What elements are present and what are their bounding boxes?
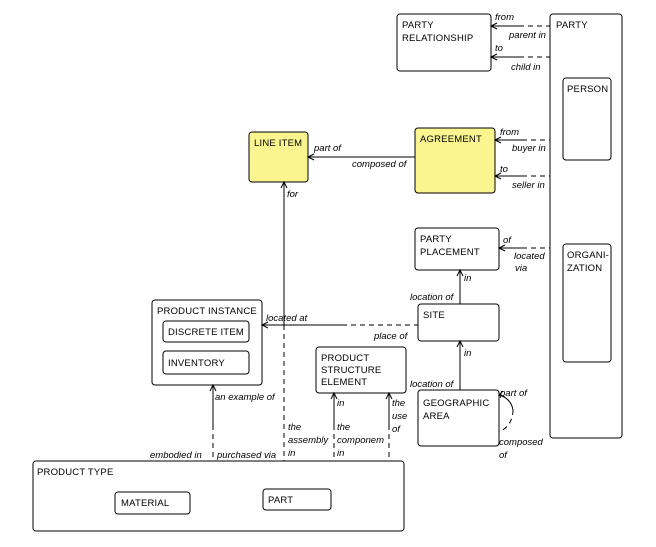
material-entity[interactable]: MATERIAL [114, 491, 191, 515]
geographic-area-label-1: GEOGRAPHIC [423, 398, 489, 409]
organization-label-1: ORGANI- [567, 250, 609, 261]
label-pp-of: of [503, 235, 512, 246]
product-type-entity[interactable]: PRODUCT TYPE [32, 460, 405, 532]
line-item-entity[interactable]: LINE ITEM [248, 131, 309, 183]
label-assembly-assembly: assembly [288, 435, 329, 446]
label-assembly-in: in [288, 448, 295, 459]
inventory-label: INVENTORY [168, 358, 225, 369]
party-relationship-label-2: RELATIONSHIP [402, 33, 473, 44]
rel-product-instance-product-type [209, 383, 217, 461]
party-placement-label-1: PARTY [420, 234, 452, 245]
discrete-item-label: DISCRETE ITEM [168, 327, 244, 338]
label-component-the: the [337, 422, 350, 433]
label-assembly-the: the [288, 422, 301, 433]
site-entity[interactable]: SITE [417, 303, 500, 342]
label-ag-from: from [500, 127, 519, 138]
label-pt-embodied-in: embodied in [150, 450, 202, 461]
person-entity[interactable]: PERSON [562, 77, 612, 161]
label-pr-to: to [495, 43, 503, 54]
site-label: SITE [423, 310, 445, 321]
rel-agreement-to-party [493, 172, 550, 180]
discrete-item-entity[interactable]: DISCRETE ITEM [162, 320, 250, 343]
rel-party-placement-site [456, 268, 464, 304]
geographic-area-entity[interactable]: GEOGRAPHIC AREA [417, 389, 500, 447]
label-pp-via: via [515, 263, 527, 274]
label-pr-from: from [495, 12, 514, 23]
rel-party-relationship-from-party [489, 22, 550, 30]
product-structure-element-label-2: STRUCTURE [321, 365, 381, 376]
material-label: MATERIAL [121, 498, 169, 509]
party-label: PARTY [556, 20, 588, 31]
label-ga-of: of [499, 450, 508, 461]
label-ag-buyer-in: buyer in [512, 143, 546, 154]
party-placement-entity[interactable]: PARTY PLACEMENT [414, 227, 500, 271]
rel-party-placement-party [497, 244, 550, 252]
rel-line-item-agreement [306, 153, 415, 161]
rel-line-item-for-product-instance [280, 180, 288, 325]
label-pt-purchased-via: purchased via [216, 450, 276, 461]
organization-label-2: ZATION [567, 263, 602, 274]
label-pp-located: located [514, 251, 545, 262]
label-pr-child-in: child in [511, 62, 541, 73]
party-placement-label-2: PLACEMENT [420, 247, 480, 258]
geographic-area-label-2: AREA [423, 411, 450, 422]
label-ag-seller-in: seller in [512, 180, 545, 191]
inventory-entity[interactable]: INVENTORY [162, 350, 250, 375]
party-relationship-entity[interactable]: PARTY RELATIONSHIP [396, 13, 492, 72]
label-pi-located-at: located at [266, 313, 308, 324]
product-instance-label: PRODUCT INSTANCE [157, 306, 257, 317]
label-pr-parent-in: parent in [508, 30, 546, 41]
part-label: PART [268, 495, 293, 506]
line-item-label: LINE ITEM [254, 138, 302, 149]
label-ga-location-of: location of [410, 379, 455, 390]
label-site-in: in [464, 348, 471, 359]
rel-agreement-from-party [493, 136, 550, 144]
label-use-use: use [392, 411, 407, 422]
organization-entity[interactable]: ORGANI- ZATION [562, 243, 612, 363]
label-ag-composed-of: composed of [352, 159, 408, 170]
label-li-for: for [287, 189, 299, 200]
label-site-place-of: place of [373, 331, 409, 342]
label-ag-to: to [500, 164, 508, 175]
label-component-in: in [337, 448, 344, 459]
label-ga-part-of: part of [499, 388, 528, 399]
rel-pse-assembly [330, 391, 338, 461]
rel-party-relationship-to-party [489, 53, 550, 61]
label-pi-an-example-of: an example of [215, 392, 276, 403]
product-structure-element-entity[interactable]: PRODUCT STRUCTURE ELEMENT [315, 346, 407, 394]
rel-geographic-area-recursive [498, 390, 514, 433]
party-relationship-label-1: PARTY [402, 20, 434, 31]
label-ga-composed: composed [499, 437, 544, 448]
agreement-entity[interactable]: AGREEMENT [414, 127, 496, 194]
product-structure-element-label-1: PRODUCT [321, 353, 369, 364]
label-component-componem: componem [337, 435, 384, 446]
part-entity[interactable]: PART [262, 488, 332, 511]
label-site-location-of: location of [410, 292, 455, 303]
label-use-the: the [392, 398, 405, 409]
label-pp-in: in [464, 273, 471, 284]
label-pse-in: in [337, 398, 344, 409]
rel-product-instance-site [260, 321, 418, 329]
rel-pse-component [385, 391, 393, 461]
label-use-of: of [392, 424, 401, 435]
label-li-part-of: part of [313, 143, 342, 154]
product-type-label: PRODUCT TYPE [37, 467, 113, 478]
rel-site-geographic-area [456, 339, 464, 390]
product-structure-element-label-3: ELEMENT [321, 377, 367, 388]
person-label: PERSON [567, 84, 608, 95]
agreement-label: AGREEMENT [420, 134, 482, 145]
